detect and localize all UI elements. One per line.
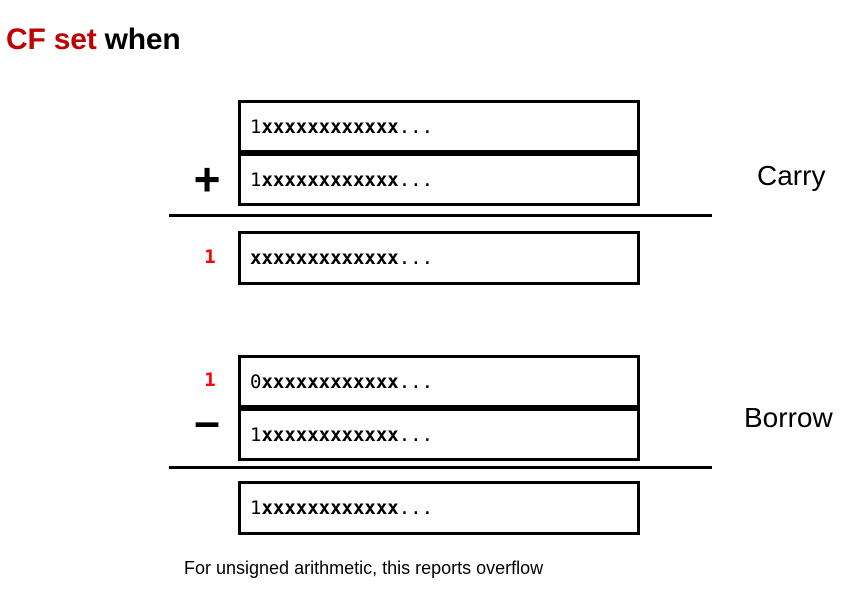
difference-box: 1xxxxxxxxxxxx... — [238, 481, 640, 535]
addend-2-lead-bit: 1 — [250, 168, 262, 191]
carry-flag-bit: 1 — [204, 246, 216, 268]
addend-1-bits: 1xxxxxxxxxxxx... — [250, 116, 433, 138]
caption-text: For unsigned arithmetic, this reports ov… — [184, 558, 544, 578]
subtrahend-lead-bit: 1 — [250, 423, 262, 446]
sum-bits: xxxxxxxxxxxxx... — [250, 247, 433, 269]
difference-x-bits: xxxxxxxxxxxx — [261, 497, 399, 519]
sum-x-bits: xxxxxxxxxxxxx — [250, 247, 399, 269]
addend-1-x-bits: xxxxxxxxxxxx — [261, 115, 399, 138]
minuend-ellipsis: ... — [398, 370, 434, 393]
addend-2-bits: 1xxxxxxxxxxxx... — [250, 169, 433, 191]
difference-lead-bit: 1 — [250, 497, 262, 519]
subtrahend-ellipsis: ... — [398, 423, 434, 446]
page-title-highlight: CF set — [6, 23, 97, 57]
addend-2-box: 1xxxxxxxxxxxx... — [238, 153, 640, 206]
addend-2-ellipsis: ... — [398, 168, 434, 191]
minuend-lead-bit: 0 — [250, 370, 262, 393]
subtraction-rule-line — [169, 466, 712, 469]
minuend-x-bits: xxxxxxxxxxxx — [261, 370, 399, 393]
addend-1-ellipsis: ... — [398, 115, 434, 138]
addend-1-lead-bit: 1 — [250, 115, 262, 138]
plus-operator-icon: + — [193, 153, 221, 205]
minuend-bits: 0xxxxxxxxxxxx... — [250, 371, 433, 393]
difference-ellipsis: ... — [398, 497, 434, 519]
addend-2-x-bits: xxxxxxxxxxxx — [261, 168, 399, 191]
sum-ellipsis: ... — [398, 247, 434, 269]
subtrahend-bits: 1xxxxxxxxxxxx... — [250, 424, 433, 446]
subtrahend-box: 1xxxxxxxxxxxx... — [238, 408, 640, 461]
minuend-box: 0xxxxxxxxxxxx... — [238, 355, 640, 408]
subtrahend-x-bits: xxxxxxxxxxxx — [261, 423, 399, 446]
borrow-label: Borrow — [744, 402, 833, 433]
page-title-rest: when — [96, 23, 181, 57]
minus-operator-icon: – — [194, 395, 220, 447]
page-title: CF set when — [6, 21, 181, 59]
difference-bits: 1xxxxxxxxxxxx... — [250, 497, 433, 519]
addition-rule-line — [169, 214, 712, 217]
addend-1-box: 1xxxxxxxxxxxx... — [238, 100, 640, 153]
carry-label: Carry — [757, 160, 826, 191]
sum-box: xxxxxxxxxxxxx... — [238, 231, 640, 285]
borrow-flag-bit: 1 — [204, 369, 216, 391]
